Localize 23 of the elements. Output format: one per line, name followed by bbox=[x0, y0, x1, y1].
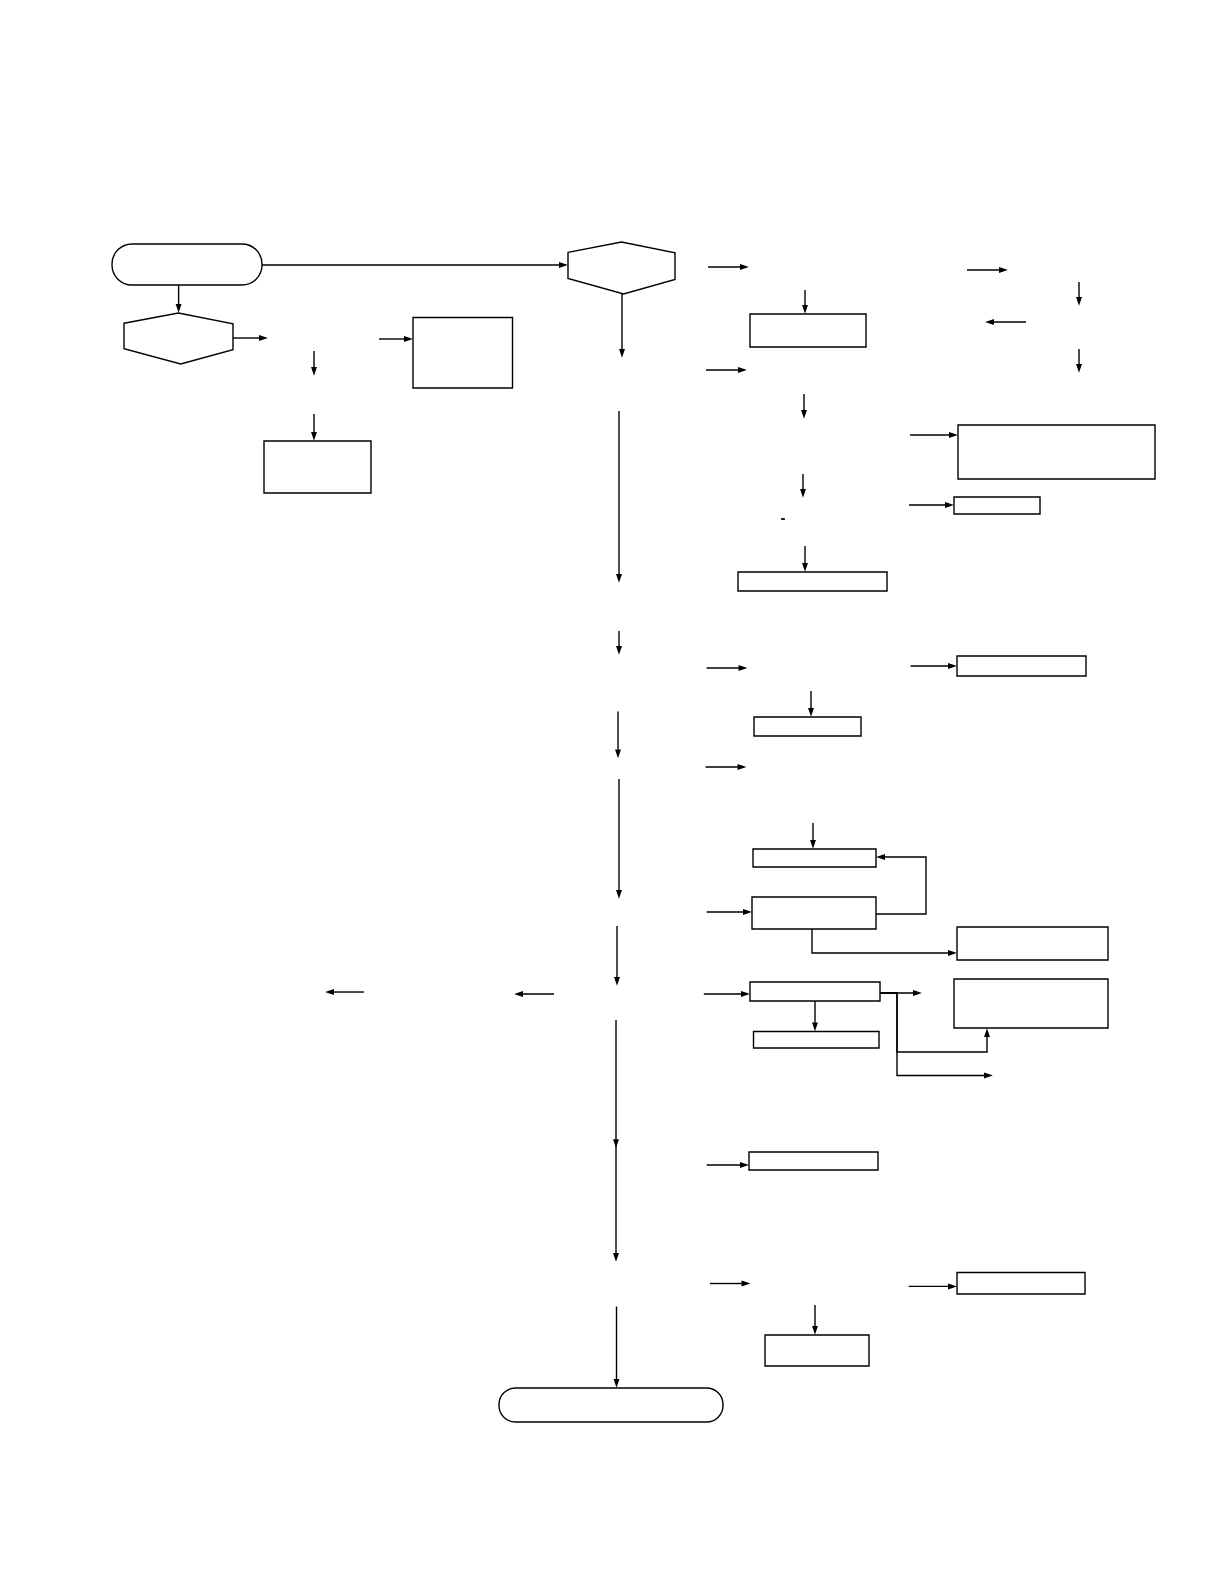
terminal-box bbox=[111, 243, 263, 286]
process-box bbox=[764, 1334, 870, 1367]
hexagon bbox=[567, 241, 676, 295]
process-box bbox=[752, 1030, 880, 1049]
process-box bbox=[753, 716, 862, 737]
process-box bbox=[752, 848, 877, 868]
terminal-box bbox=[498, 1387, 724, 1423]
process-box bbox=[263, 440, 372, 494]
process-box bbox=[748, 1151, 879, 1171]
hyphen-text: - bbox=[781, 518, 785, 520]
process-box bbox=[956, 1271, 1086, 1295]
process-box bbox=[956, 655, 1087, 677]
process-box bbox=[412, 316, 514, 389]
process-box bbox=[953, 496, 1041, 515]
process-box bbox=[749, 981, 881, 1002]
process-box bbox=[953, 978, 1109, 1029]
process-box bbox=[749, 313, 867, 348]
process-box bbox=[751, 896, 877, 930]
process-box bbox=[956, 926, 1109, 961]
process-box bbox=[957, 424, 1156, 480]
process-box bbox=[737, 571, 888, 592]
hexagon bbox=[123, 312, 234, 365]
arrow bbox=[875, 854, 927, 915]
